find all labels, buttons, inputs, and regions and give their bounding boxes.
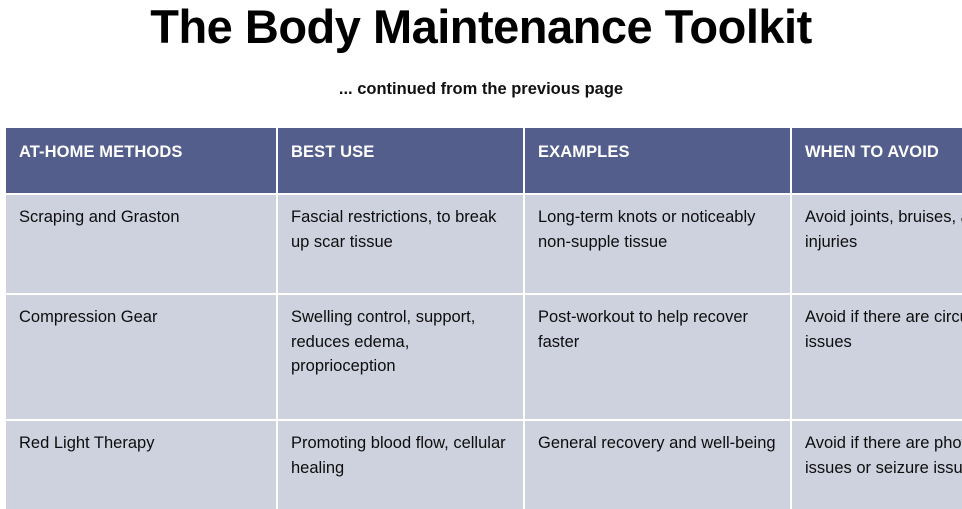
column-header-best-use: BEST USE (278, 128, 523, 193)
cell-method: Scraping and Graston (6, 195, 276, 293)
cell-examples: Long-term knots or noticeably non-supple… (525, 195, 790, 293)
cell-best-use: Swelling control, support, reduces edema… (278, 295, 523, 419)
table-header-row: AT-HOME METHODS BEST USE EXAMPLES WHEN T… (6, 128, 962, 193)
column-header-at-home-methods: AT-HOME METHODS (6, 128, 276, 193)
cell-when-to-avoid: Avoid if there are photosensitivity issu… (792, 421, 962, 509)
column-header-examples: EXAMPLES (525, 128, 790, 193)
page-title: The Body Maintenance Toolkit (150, 0, 812, 53)
page-subtitle: ... continued from the previous page (338, 80, 624, 98)
table-header: AT-HOME METHODS BEST USE EXAMPLES WHEN T… (6, 128, 962, 193)
table-row: Red Light Therapy Promoting blood flow, … (6, 421, 962, 509)
cell-method: Red Light Therapy (6, 421, 276, 509)
table-body: Scraping and Graston Fascial restriction… (6, 195, 962, 509)
cell-when-to-avoid: Avoid if there are circulation issues (792, 295, 962, 419)
table-row: Scraping and Graston Fascial restriction… (6, 195, 962, 293)
toolkit-table-container: AT-HOME METHODS BEST USE EXAMPLES WHEN T… (6, 128, 962, 509)
toolkit-table: AT-HOME METHODS BEST USE EXAMPLES WHEN T… (4, 126, 962, 509)
cell-examples: General recovery and well-being (525, 421, 790, 509)
cell-best-use: Fascial restrictions, to break up scar t… (278, 195, 523, 293)
cell-method: Compression Gear (6, 295, 276, 419)
cell-examples: Post-workout to help recover faster (525, 295, 790, 419)
cell-best-use: Promoting blood flow, cellular healing (278, 421, 523, 509)
column-header-when-to-avoid: WHEN TO AVOID (792, 128, 962, 193)
cell-when-to-avoid: Avoid joints, bruises, acute injuries (792, 195, 962, 293)
table-row: Compression Gear Swelling control, suppo… (6, 295, 962, 419)
